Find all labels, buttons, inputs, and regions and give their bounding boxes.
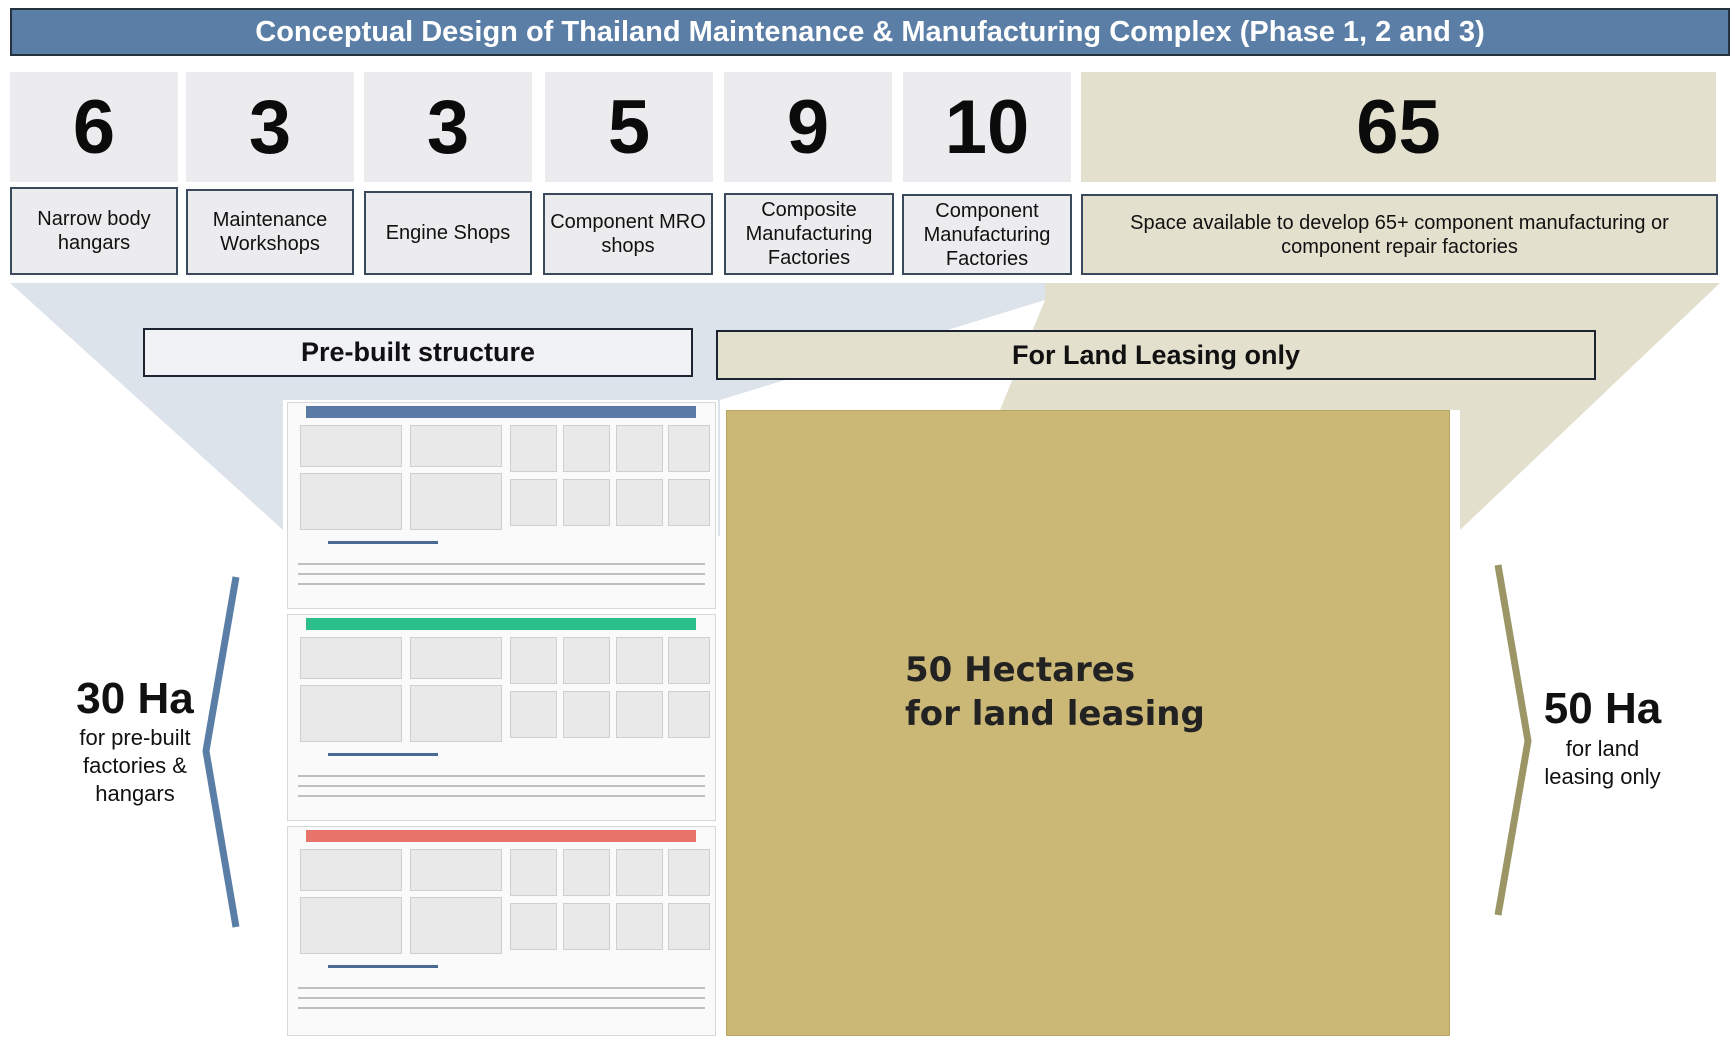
metric-label-text: Composite Manufacturing Factories	[745, 199, 873, 269]
phase-1-header-bar	[306, 406, 696, 418]
metric-label-component-factories: Component Manufacturing Factories	[902, 194, 1072, 275]
land-leasing-area	[726, 410, 1450, 1036]
metric-label-engine-shops: Engine Shops	[364, 191, 532, 275]
phase-1-layout-image	[287, 402, 716, 609]
metric-label-component-mro-shops: Component MRO shops	[543, 193, 713, 275]
land-leasing-area-caption: for land leasing only	[1544, 736, 1661, 789]
left-bracket	[202, 576, 240, 928]
phase-2-header-bar	[306, 618, 696, 630]
metric-value-component-factories: 10	[903, 72, 1071, 182]
land-leasing-area-label: 50 Hectares for land leasing	[905, 650, 1205, 734]
metric-label-text: Maintenance Workshops	[212, 209, 328, 255]
metric-label-maintenance-workshops: Maintenance Workshops	[186, 189, 354, 275]
metric-label-narrow-body-hangars: Narrow body hangars	[10, 187, 178, 275]
page-title: Conceptual Design of Thailand Maintenanc…	[10, 8, 1730, 56]
phase-2-layout-image	[287, 614, 716, 821]
metric-value-available-space: 65	[1081, 72, 1716, 182]
metric-label-composite-factories: Composite Manufacturing Factories	[724, 193, 894, 275]
land-leasing-header: For Land Leasing only	[716, 330, 1596, 380]
metric-label-available-space: Space available to develop 65+ component…	[1081, 194, 1718, 275]
metric-label-text: Component MRO shops	[550, 211, 706, 257]
phase-3-layout-image	[287, 826, 716, 1036]
pre-built-area-value: 30 Ha	[76, 674, 194, 723]
metric-value-engine-shops: 3	[364, 72, 532, 182]
pre-built-structure-header: Pre-built structure	[143, 328, 693, 377]
metric-value-maintenance-workshops: 3	[186, 72, 354, 182]
metric-label-text: Narrow body hangars	[37, 208, 151, 254]
phase-3-header-bar	[306, 830, 696, 842]
metric-value-narrow-body-hangars: 6	[10, 72, 178, 182]
land-leasing-area-value: 50 Ha	[1543, 684, 1662, 733]
metric-label-text: Engine Shops	[385, 222, 511, 244]
metric-value-component-mro-shops: 5	[545, 72, 713, 182]
metric-label-text: Space available to develop 65+ component…	[1130, 211, 1669, 258]
phase-layout-thumbnails	[283, 400, 718, 1036]
metric-value-composite-factories: 9	[724, 72, 892, 182]
right-bracket	[1494, 564, 1532, 916]
metric-label-text: Component Manufacturing Factories	[923, 199, 1051, 270]
pre-built-area-caption: for pre-built factories & hangars	[79, 725, 191, 806]
